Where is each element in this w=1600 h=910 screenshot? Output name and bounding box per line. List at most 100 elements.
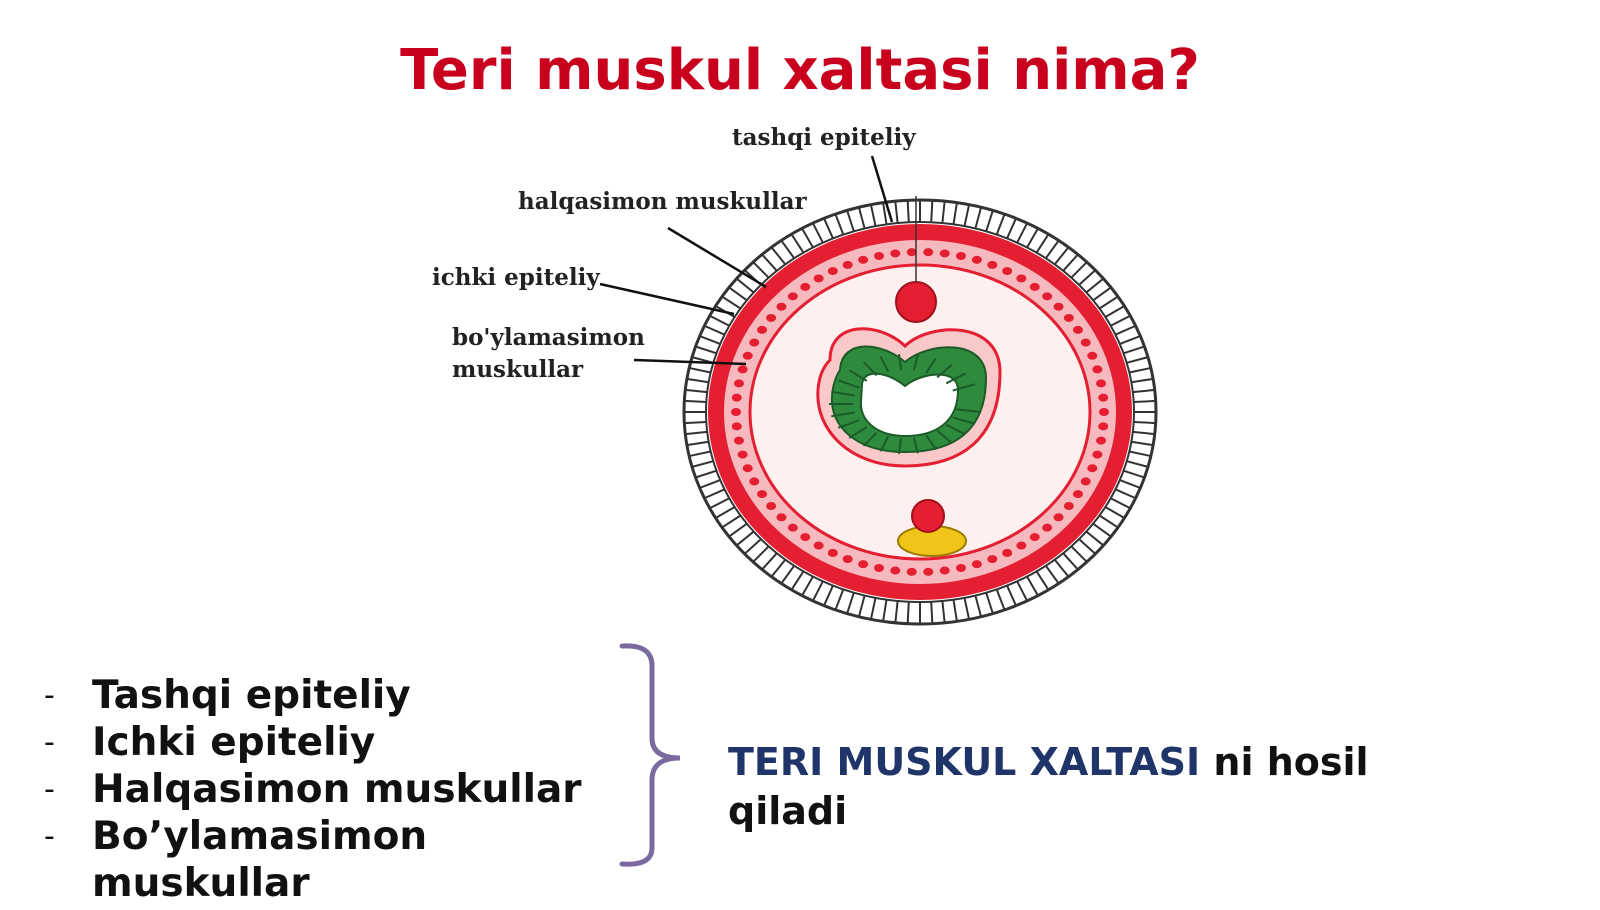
pointer-boylamasimon-muskullar	[633, 358, 747, 366]
list-item: -Halqasimon muskullar	[44, 767, 582, 812]
epithelium-cell-line	[691, 460, 714, 468]
gut-cell-line	[912, 437, 919, 454]
epithelium-cell-line	[1006, 217, 1017, 239]
list-item: -Ichki epiteliy	[44, 720, 376, 765]
label-ichki-epiteliy: ichki epiteliy	[432, 264, 600, 291]
longitudinal-muscle-dot	[1092, 450, 1103, 459]
longitudinal-muscle-dot	[1096, 379, 1107, 388]
epithelium-cell-line	[703, 324, 725, 336]
gut-cell-line	[945, 372, 966, 385]
gut-cell-line	[956, 408, 981, 413]
longitudinal-muscle-dot	[1098, 393, 1109, 402]
longitudinal-muscle-dot	[776, 513, 787, 522]
epithelium-cell-line	[684, 399, 707, 404]
ventral-vessel	[911, 499, 945, 533]
longitudinal-muscle-dot	[749, 338, 760, 347]
epithelium-cell-line	[1129, 366, 1152, 374]
epithelium-cell-line	[941, 201, 946, 224]
epithelium-cell-line	[1104, 506, 1125, 519]
epithelium-cell-line	[1078, 538, 1097, 555]
longitudinal-muscle-dot	[1072, 325, 1083, 334]
longitudinal-muscle-dot	[890, 566, 901, 575]
list-item: -Tashqi epiteliy	[44, 673, 411, 718]
epithelium-inner-edge	[705, 221, 1135, 603]
slide-title: Teri muskul xaltasi nima?	[400, 38, 1200, 103]
epithelium-cell-line	[709, 497, 730, 510]
epithelium-cell-line	[699, 479, 721, 489]
longitudinal-muscle-dot	[987, 260, 998, 269]
epithelium-cell-line	[869, 204, 877, 227]
epithelium-cell-line	[1053, 559, 1070, 578]
longitudinal-muscle-dot	[737, 450, 748, 459]
longitudinal-muscle-dot	[742, 351, 753, 360]
longitudinal-muscle-dot	[800, 282, 811, 291]
epithelium-cell-line	[695, 469, 717, 479]
epithelium-cell-line	[1110, 497, 1131, 510]
longitudinal-muscle-dot	[737, 365, 748, 374]
epithelium-cell-line	[801, 576, 814, 597]
longitudinal-muscle-dot	[733, 436, 744, 445]
statement-rest: ni hosil qiladi	[728, 740, 1369, 833]
longitudinal-muscle-dot	[827, 267, 838, 276]
gut-cell-line	[936, 429, 953, 445]
gut-cell-line	[831, 411, 855, 418]
epithelium-cell-line	[906, 200, 910, 223]
gut-cell-line	[837, 419, 860, 429]
gut-cell-line	[952, 416, 976, 425]
epithelium-cell-line	[1085, 530, 1105, 547]
epithelium-cell-line	[770, 559, 787, 578]
epithelium-cell-line	[1115, 488, 1137, 500]
epithelium-cell-line	[974, 206, 983, 229]
epithelium-cell-line	[894, 600, 899, 623]
epithelium-cell-line	[1035, 570, 1050, 591]
epithelium-cell-line	[1070, 261, 1088, 279]
epithelium-cell-line	[735, 277, 755, 294]
list-item: -Bo’ylamasimon muskullar	[44, 814, 428, 906]
epithelium-cell-line	[985, 210, 994, 232]
epithelium-cell-line	[1092, 522, 1112, 538]
longitudinal-muscle-dot	[1063, 313, 1074, 322]
statement-term: TERI MUSKUL XALTASI	[728, 740, 1201, 784]
pointer-ichki-epiteliy	[599, 282, 735, 316]
gut-cell-line	[862, 431, 878, 447]
epithelium-cell-line	[952, 599, 958, 622]
epithelium-cell-line	[1035, 233, 1050, 254]
epithelium-cell-line	[1044, 239, 1060, 259]
longitudinal-muscle-dot	[800, 533, 811, 542]
longitudinal-muscle-dot	[906, 248, 917, 257]
longitudinal-muscle-dot	[1092, 365, 1103, 374]
longitudinal-muscle-dot	[923, 567, 934, 576]
epithelium-cell-line	[963, 597, 971, 620]
longitudinal-muscle-dot	[1053, 513, 1064, 522]
epithelium-cell-line	[1133, 420, 1156, 425]
epithelium-cell-line	[1053, 246, 1070, 265]
longitudinal-muscle-dot	[813, 274, 824, 283]
dorsal-vessel	[895, 281, 937, 323]
epithelium-cell-line	[780, 239, 796, 259]
epithelium-cell-line	[1104, 305, 1125, 318]
longitudinal-muscle-dot	[1042, 523, 1053, 532]
epithelium-cell-line	[1131, 440, 1154, 447]
gut-cell-line	[837, 379, 860, 389]
epithelium-cell-line	[857, 595, 866, 618]
epithelium-cell-line	[1062, 552, 1079, 571]
longitudinal-muscle-dot	[955, 563, 966, 572]
epithelium-cell-line	[715, 506, 736, 519]
epithelium-cell-line	[1070, 545, 1088, 563]
epithelium-cell-line	[790, 570, 805, 591]
longitudinal-muscle-dot	[731, 422, 742, 431]
epithelium-cell-line	[801, 227, 814, 248]
epithelium-cell-line	[770, 246, 787, 265]
gut-cell-line	[925, 434, 937, 451]
longitudinal-muscle-dot	[1029, 533, 1040, 542]
epithelium-cell-line	[721, 295, 742, 310]
gut-cell-line	[898, 354, 902, 371]
epithelium-cell-line	[930, 601, 934, 624]
bullet-dash: -	[44, 819, 55, 854]
epithelium-cell-line	[882, 202, 888, 225]
epithelium-cell-line	[1132, 430, 1155, 436]
longitudinal-muscle-dot	[813, 541, 824, 550]
longitudinal-muscle-dot	[1016, 541, 1027, 550]
longitudinal-muscle-dot	[971, 255, 982, 264]
epithelium-cell-line	[695, 345, 717, 355]
